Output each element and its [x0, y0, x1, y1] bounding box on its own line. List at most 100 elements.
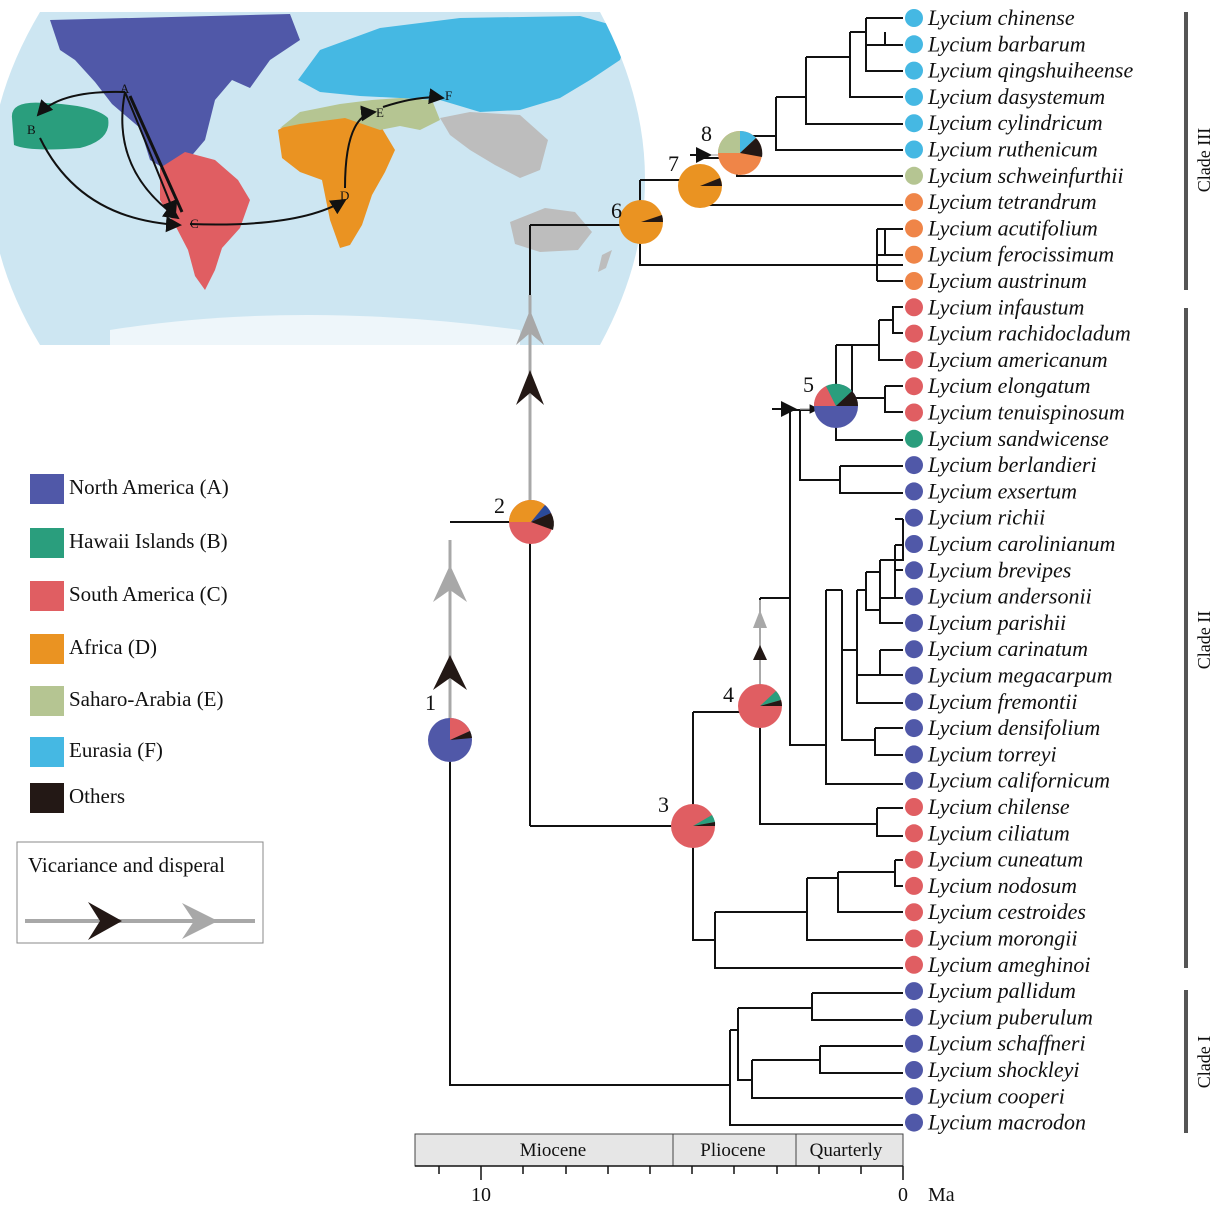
- legend-label-others: Others: [69, 784, 125, 808]
- dispersal-arrow-icon: [182, 903, 218, 939]
- taxon-label: Lycium tenuispinosum: [927, 400, 1125, 425]
- tip-area-dot: [905, 219, 923, 238]
- taxon-label: Lycium carolinianum: [927, 531, 1115, 556]
- map-label-c: C: [190, 216, 199, 231]
- tip-area-dot: [905, 114, 923, 133]
- map-other-land: [440, 112, 548, 178]
- legend-label-hawaii: Hawaii Islands (B): [69, 529, 228, 553]
- pie-node-5: [813, 383, 858, 428]
- tip-area-dot: [905, 1008, 923, 1027]
- tip-area-dot: [905, 298, 923, 317]
- event-legend-title: Vicariance and disperal: [28, 853, 225, 877]
- tip-area-dot: [905, 403, 923, 422]
- tip-area-dot: [905, 87, 923, 106]
- taxon-label: Lycium cestroides: [927, 899, 1086, 924]
- tip-area-dot: [905, 798, 923, 816]
- tip-area-dot: [905, 982, 923, 1001]
- taxon-label: Lycium megacarpum: [927, 663, 1112, 688]
- taxon-label: Lycium ciliatum: [927, 820, 1070, 845]
- vicariance-arrow-icon: [516, 370, 544, 405]
- map-hawaii: [11, 102, 109, 150]
- tip-area-dot: [905, 850, 923, 869]
- epoch-pliocene: Pliocene: [700, 1140, 765, 1161]
- vicariance-arrow-icon: [753, 645, 767, 660]
- tip-area-dot: [905, 903, 923, 922]
- tip-area-dot: [905, 35, 923, 54]
- map-label-e: E: [376, 105, 384, 120]
- map-label-d: D: [340, 188, 349, 203]
- legend-swatch-north-america: [30, 474, 64, 504]
- dispersal-arrow-icon: [753, 610, 767, 628]
- taxon-label: Lycium sandwicense: [927, 426, 1109, 451]
- taxon-label: Lycium tetrandrum: [927, 189, 1097, 214]
- legend-swatch-hawaii: [30, 528, 64, 558]
- legend-swatch-south-america: [30, 581, 64, 611]
- event-legend: Vicariance and disperal: [16, 841, 264, 944]
- clade-label-ii: Clade II: [1194, 611, 1214, 669]
- node-number-4: 4: [723, 682, 734, 707]
- taxon-label: Lycium brevipes: [927, 557, 1071, 582]
- tip-area-dot: [905, 535, 923, 553]
- taxon-label: Lycium parishii: [927, 610, 1066, 635]
- node-number-2: 2: [494, 493, 505, 518]
- taxon-label: Lycium chinense: [927, 5, 1075, 30]
- axis-unit: Ma: [928, 1184, 955, 1206]
- taxon-label: Lycium elongatum: [927, 373, 1091, 398]
- tip-area-dot: [905, 1061, 923, 1079]
- tip-area-dot: [905, 377, 923, 396]
- taxon-label: Lycium californicum: [927, 768, 1110, 793]
- tip-area-dot: [905, 429, 923, 448]
- tip-area-dot: [905, 824, 923, 843]
- legend-swatch-africa: [30, 634, 64, 664]
- taxon-label: Lycium cuneatum: [927, 847, 1083, 872]
- node-number-7: 7: [668, 151, 679, 176]
- map-antarctica: [110, 315, 520, 345]
- taxon-label: Lycium nodosum: [927, 873, 1077, 898]
- tip-area-dot: [905, 482, 923, 501]
- area-legend: North America (A) Hawaii Islands (B) Sou…: [30, 474, 229, 813]
- taxon-label: Lycium cylindricum: [927, 110, 1103, 135]
- tip-area-dot: [905, 1034, 923, 1053]
- taxon-label: Lycium pallidum: [927, 978, 1076, 1003]
- taxon-label: Lycium qingshuiheense: [927, 58, 1133, 83]
- legend-label-africa: Africa (D): [69, 635, 157, 659]
- taxon-label: Lycium fremontii: [927, 689, 1077, 714]
- tip-area-dot: [905, 876, 923, 895]
- legend-label-eurasia: Eurasia (F): [69, 738, 163, 762]
- taxon-label: Lycium morongii: [927, 926, 1077, 951]
- tick-label-0: 0: [898, 1184, 908, 1206]
- taxon-label: Lycium shockleyi: [927, 1057, 1079, 1082]
- world-map: A B C D E F: [0, 12, 645, 345]
- map-label-b: B: [27, 122, 36, 137]
- pie-node-7: [678, 164, 722, 208]
- node-number-6: 6: [611, 198, 622, 223]
- tip-area-dot: [905, 9, 923, 27]
- legend-label-saharo-arabia: Saharo-Arabia (E): [69, 687, 224, 711]
- taxon-label: Lycium berlandieri: [927, 452, 1097, 477]
- node-number-8: 8: [701, 121, 712, 146]
- taxon-label: Lycium barbarum: [927, 31, 1086, 56]
- dispersal-arrow-icon: [433, 565, 467, 602]
- node-number-3: 3: [658, 792, 669, 817]
- legend-swatch-saharo-arabia: [30, 686, 64, 716]
- tip-area-dot: [905, 245, 923, 264]
- taxon-label: Lycium puberulum: [927, 1004, 1093, 1029]
- tick-label-10: 10: [471, 1184, 491, 1206]
- pie-node-8: [718, 131, 763, 175]
- tip-area-dot: [905, 587, 923, 606]
- map-label-f: F: [445, 88, 452, 103]
- tip-area-dot: [905, 692, 923, 711]
- tip-area-dot: [905, 613, 923, 632]
- pie-node-3: [671, 804, 716, 848]
- tip-area-dot: [905, 1113, 923, 1132]
- taxon-label: Lycium americanum: [927, 347, 1108, 372]
- taxon-label: Lycium dasystemum: [927, 84, 1105, 109]
- taxon-label: Lycium exsertum: [927, 478, 1077, 503]
- map-label-a: A: [120, 81, 130, 96]
- map-south-america: [160, 152, 250, 290]
- tip-area-dot: [905, 350, 923, 369]
- taxon-label: Lycium torreyi: [927, 741, 1057, 766]
- time-axis: Miocene Pliocene Quarterly 10 0 Ma: [414, 1133, 955, 1206]
- tip-area-dot: [905, 666, 923, 685]
- pie-node-2: [509, 499, 554, 544]
